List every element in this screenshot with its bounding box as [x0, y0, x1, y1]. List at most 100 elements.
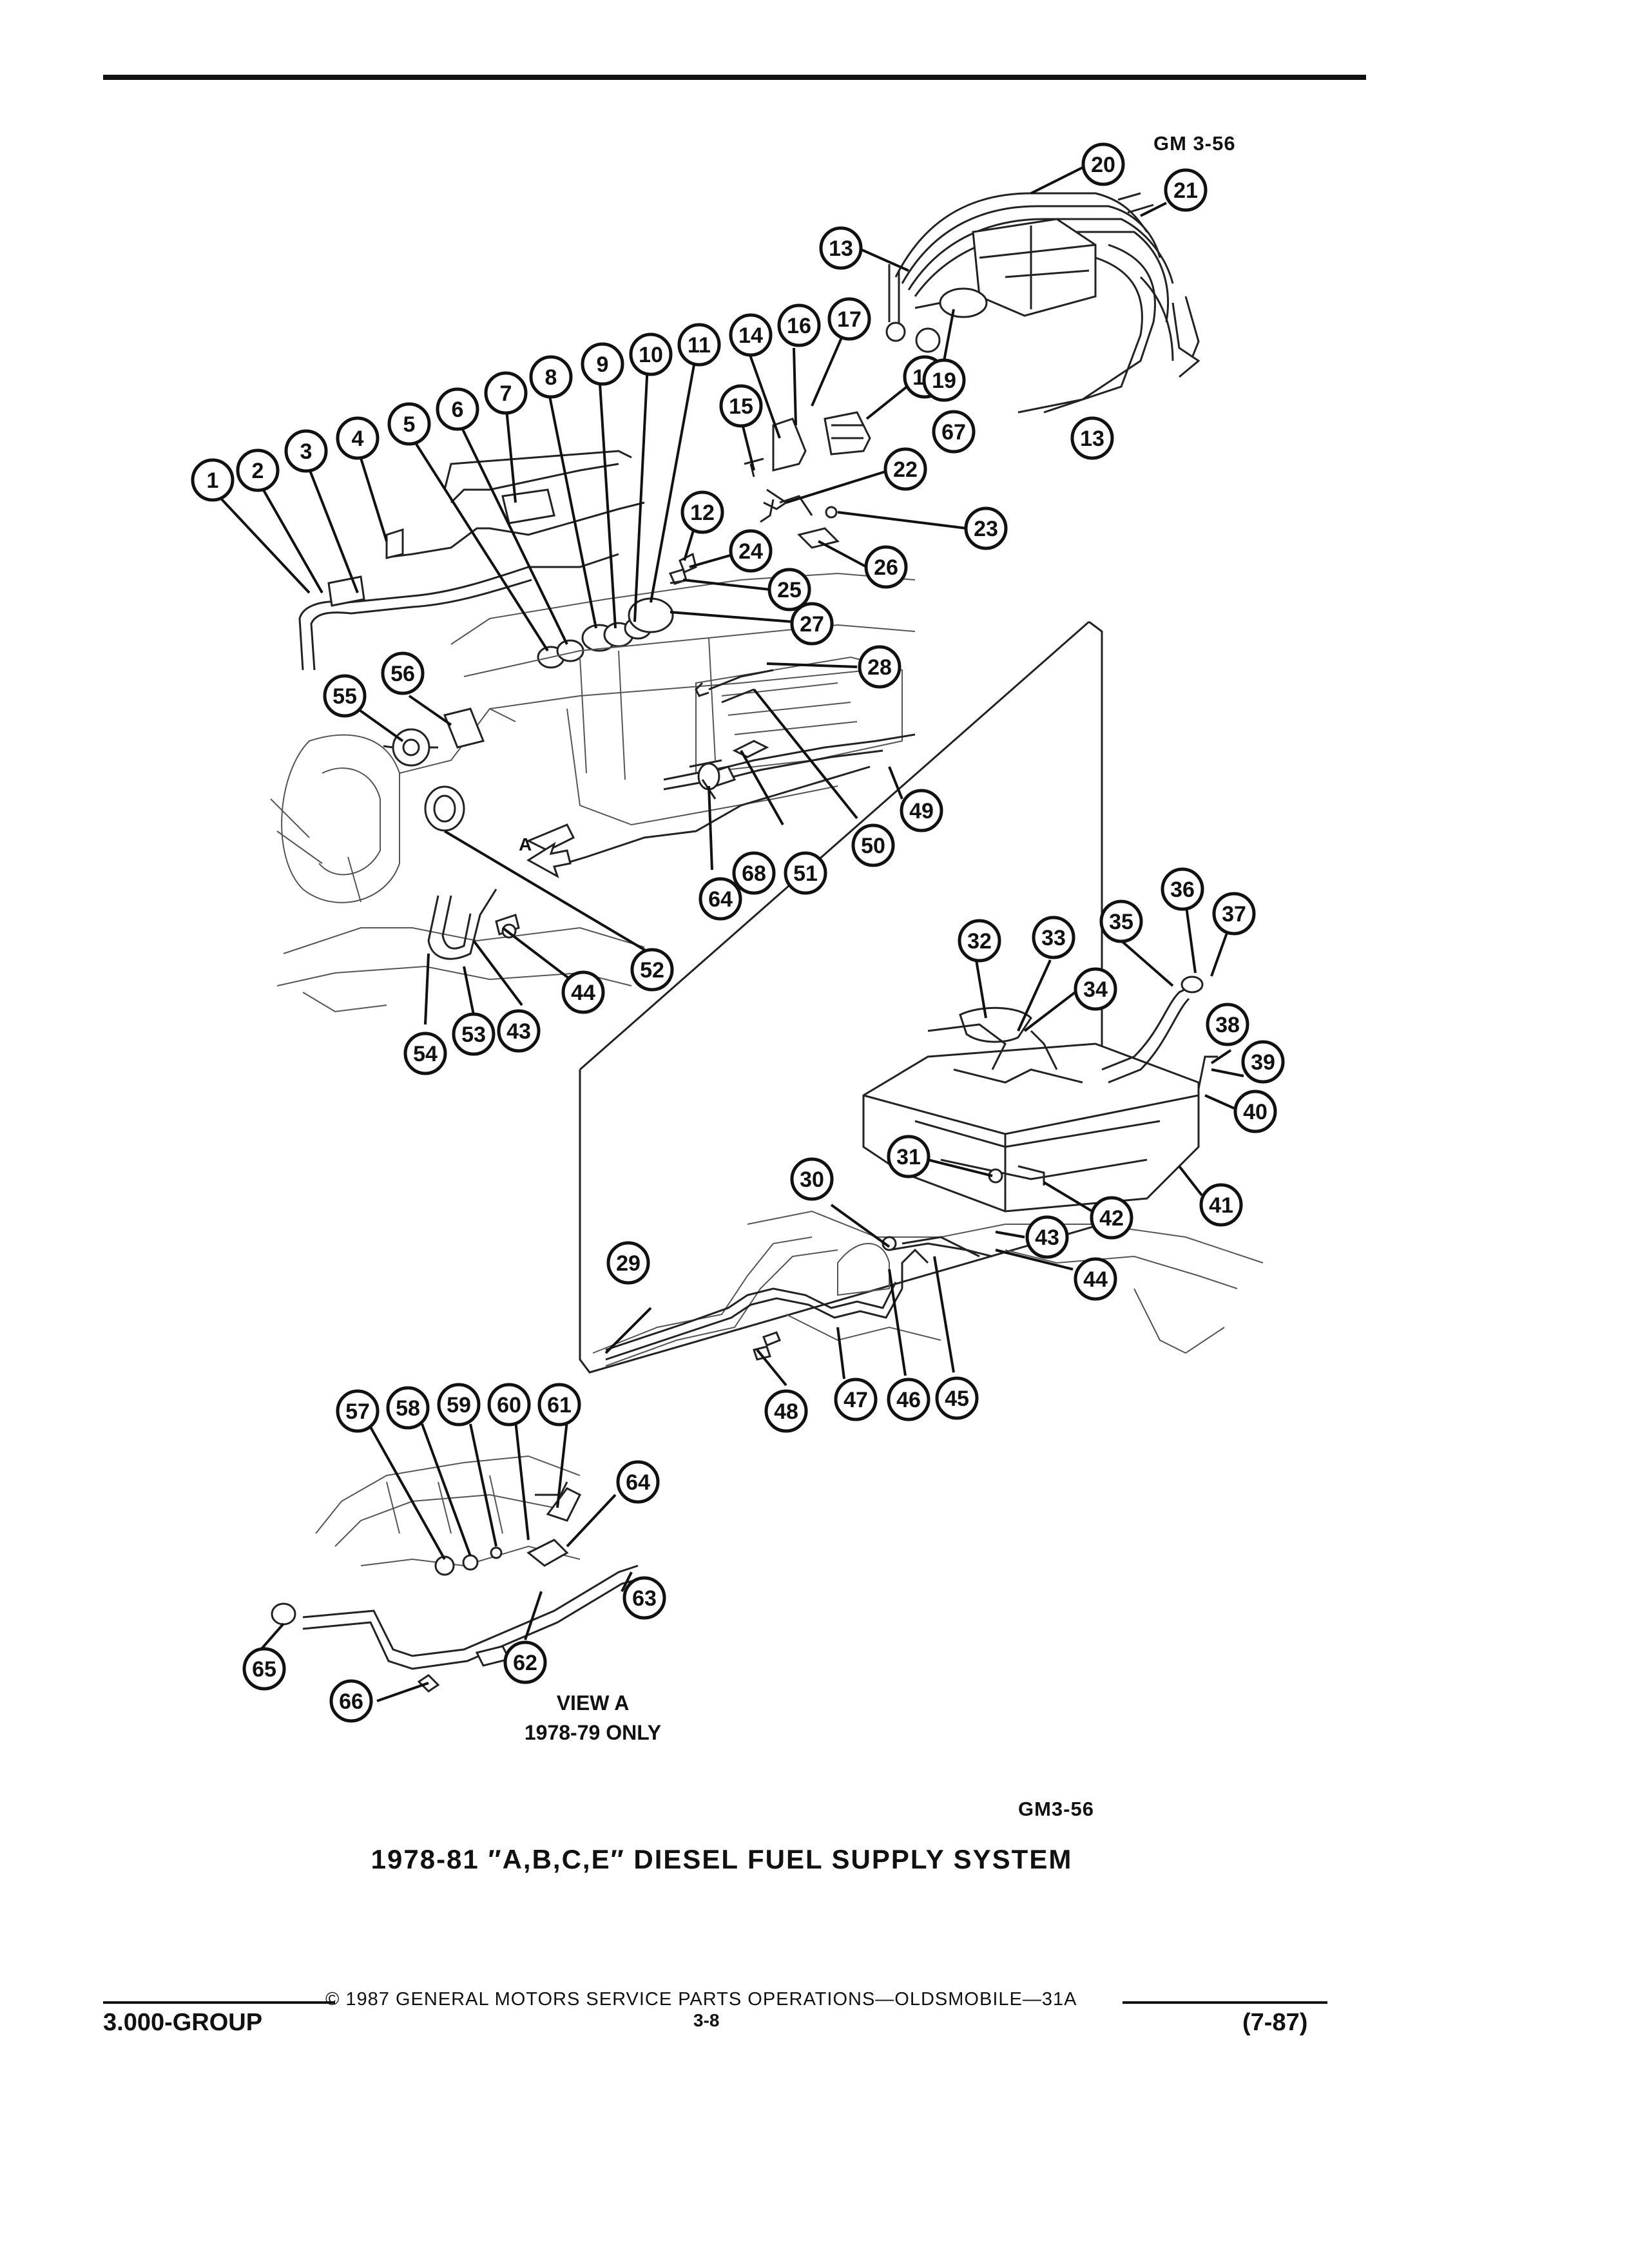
timing-and-hose-parts	[383, 707, 871, 960]
callout-64-engine: 64	[699, 877, 742, 921]
callout-43-engine: 43	[497, 1009, 541, 1053]
callout-12: 12	[680, 490, 724, 534]
callout-13-top: 13	[819, 226, 863, 270]
callout-7: 7	[484, 371, 528, 415]
svg-text:29: 29	[616, 1251, 641, 1276]
callout-16: 16	[777, 303, 821, 347]
svg-text:30: 30	[800, 1168, 824, 1192]
callout-24: 24	[729, 529, 773, 573]
callout-13-right: 13	[1070, 416, 1114, 460]
callout-58: 58	[386, 1386, 430, 1430]
underbody-fuel-lines	[605, 1165, 1045, 1361]
svg-text:43: 43	[1035, 1225, 1059, 1250]
callout-23: 23	[964, 506, 1008, 550]
svg-text:52: 52	[640, 958, 664, 983]
svg-text:68: 68	[742, 861, 766, 886]
view-a-caption: VIEW A 1978-79 ONLY	[503, 1688, 683, 1747]
svg-text:7: 7	[500, 381, 512, 406]
svg-text:37: 37	[1222, 902, 1246, 927]
svg-text:57: 57	[345, 1399, 370, 1424]
svg-text:25: 25	[777, 578, 802, 602]
svg-text:45: 45	[945, 1387, 969, 1411]
svg-text:64: 64	[626, 1470, 650, 1495]
svg-text:17: 17	[837, 307, 862, 332]
callout-32: 32	[958, 919, 1001, 963]
svg-text:24: 24	[738, 539, 763, 564]
svg-text:5: 5	[403, 412, 416, 437]
leader-lines	[211, 163, 1244, 1702]
callout-57: 57	[336, 1389, 380, 1433]
svg-text:63: 63	[632, 1586, 657, 1611]
svg-text:58: 58	[396, 1396, 420, 1421]
callout-2: 2	[236, 448, 280, 492]
callout-20: 20	[1081, 142, 1125, 186]
callout-15: 15	[719, 384, 763, 428]
svg-text:28: 28	[867, 655, 892, 680]
svg-text:38: 38	[1215, 1013, 1240, 1037]
svg-text:13: 13	[1080, 427, 1104, 451]
svg-text:59: 59	[447, 1393, 471, 1418]
svg-text:39: 39	[1251, 1050, 1275, 1075]
svg-text:44: 44	[571, 981, 595, 1005]
callout-56: 56	[381, 651, 425, 695]
svg-text:31: 31	[896, 1145, 921, 1169]
view-a-years: 1978-79 ONLY	[524, 1721, 662, 1744]
svg-text:8: 8	[545, 365, 557, 390]
view-a-arrow: A	[519, 834, 572, 879]
callout-40: 40	[1233, 1090, 1277, 1133]
callout-14: 14	[729, 313, 773, 357]
svg-text:1: 1	[207, 468, 219, 493]
footer-rule-left	[103, 2001, 335, 2004]
header-rule	[103, 75, 1366, 80]
callout-62: 62	[503, 1640, 547, 1684]
callout-44-tank: 44	[1074, 1257, 1117, 1301]
svg-text:54: 54	[413, 1042, 438, 1066]
svg-text:53: 53	[461, 1023, 486, 1047]
callout-25: 25	[767, 568, 811, 611]
view-a-marker: A	[519, 834, 532, 854]
callout-66: 66	[329, 1679, 373, 1723]
svg-text:4: 4	[352, 427, 364, 451]
svg-text:14: 14	[738, 323, 763, 348]
callout-37: 37	[1212, 892, 1256, 936]
callout-55: 55	[323, 674, 367, 718]
svg-text:44: 44	[1083, 1267, 1108, 1292]
callout-31: 31	[887, 1135, 930, 1178]
svg-text:51: 51	[793, 861, 818, 886]
figure-title: 1978-81 ″A,B,C,E″ DIESEL FUEL SUPPLY SYS…	[371, 1844, 1073, 1874]
svg-text:65: 65	[252, 1657, 276, 1682]
svg-text:6: 6	[452, 398, 464, 422]
fuel-return-lines	[663, 669, 916, 800]
callout-9: 9	[581, 342, 624, 386]
svg-text:34: 34	[1083, 977, 1108, 1002]
callout-28: 28	[858, 645, 901, 689]
callout-54: 54	[403, 1032, 447, 1075]
svg-text:2: 2	[252, 459, 264, 483]
callout-53: 53	[452, 1012, 496, 1056]
group-number: 3.000-GROUP	[103, 2009, 263, 2036]
svg-text:56: 56	[390, 662, 415, 686]
svg-text:67: 67	[941, 420, 966, 445]
callout-64-view-a: 64	[616, 1460, 660, 1504]
callout-34: 34	[1074, 967, 1117, 1011]
svg-text:61: 61	[547, 1393, 572, 1418]
callout-22: 22	[883, 447, 927, 491]
copyright-notice: © 1987 GENERAL MOTORS SERVICE PARTS OPER…	[325, 1989, 1077, 2010]
callout-26: 26	[864, 545, 908, 589]
svg-text:32: 32	[967, 929, 992, 954]
svg-text:47: 47	[843, 1388, 868, 1412]
svg-text:55: 55	[333, 684, 357, 709]
svg-text:26: 26	[874, 555, 898, 580]
callout-41: 41	[1199, 1183, 1243, 1227]
svg-text:60: 60	[497, 1393, 521, 1418]
figure-ref-bottom: GM3-56	[1018, 1798, 1094, 1820]
svg-text:50: 50	[861, 834, 885, 858]
svg-text:19: 19	[932, 369, 956, 393]
page-number: 3-8	[693, 2010, 720, 2030]
callout-27: 27	[790, 602, 834, 646]
callout-51: 51	[784, 851, 827, 895]
callout-44-engine: 44	[561, 970, 605, 1014]
callout-17: 17	[827, 297, 871, 341]
callout-48: 48	[764, 1389, 808, 1433]
